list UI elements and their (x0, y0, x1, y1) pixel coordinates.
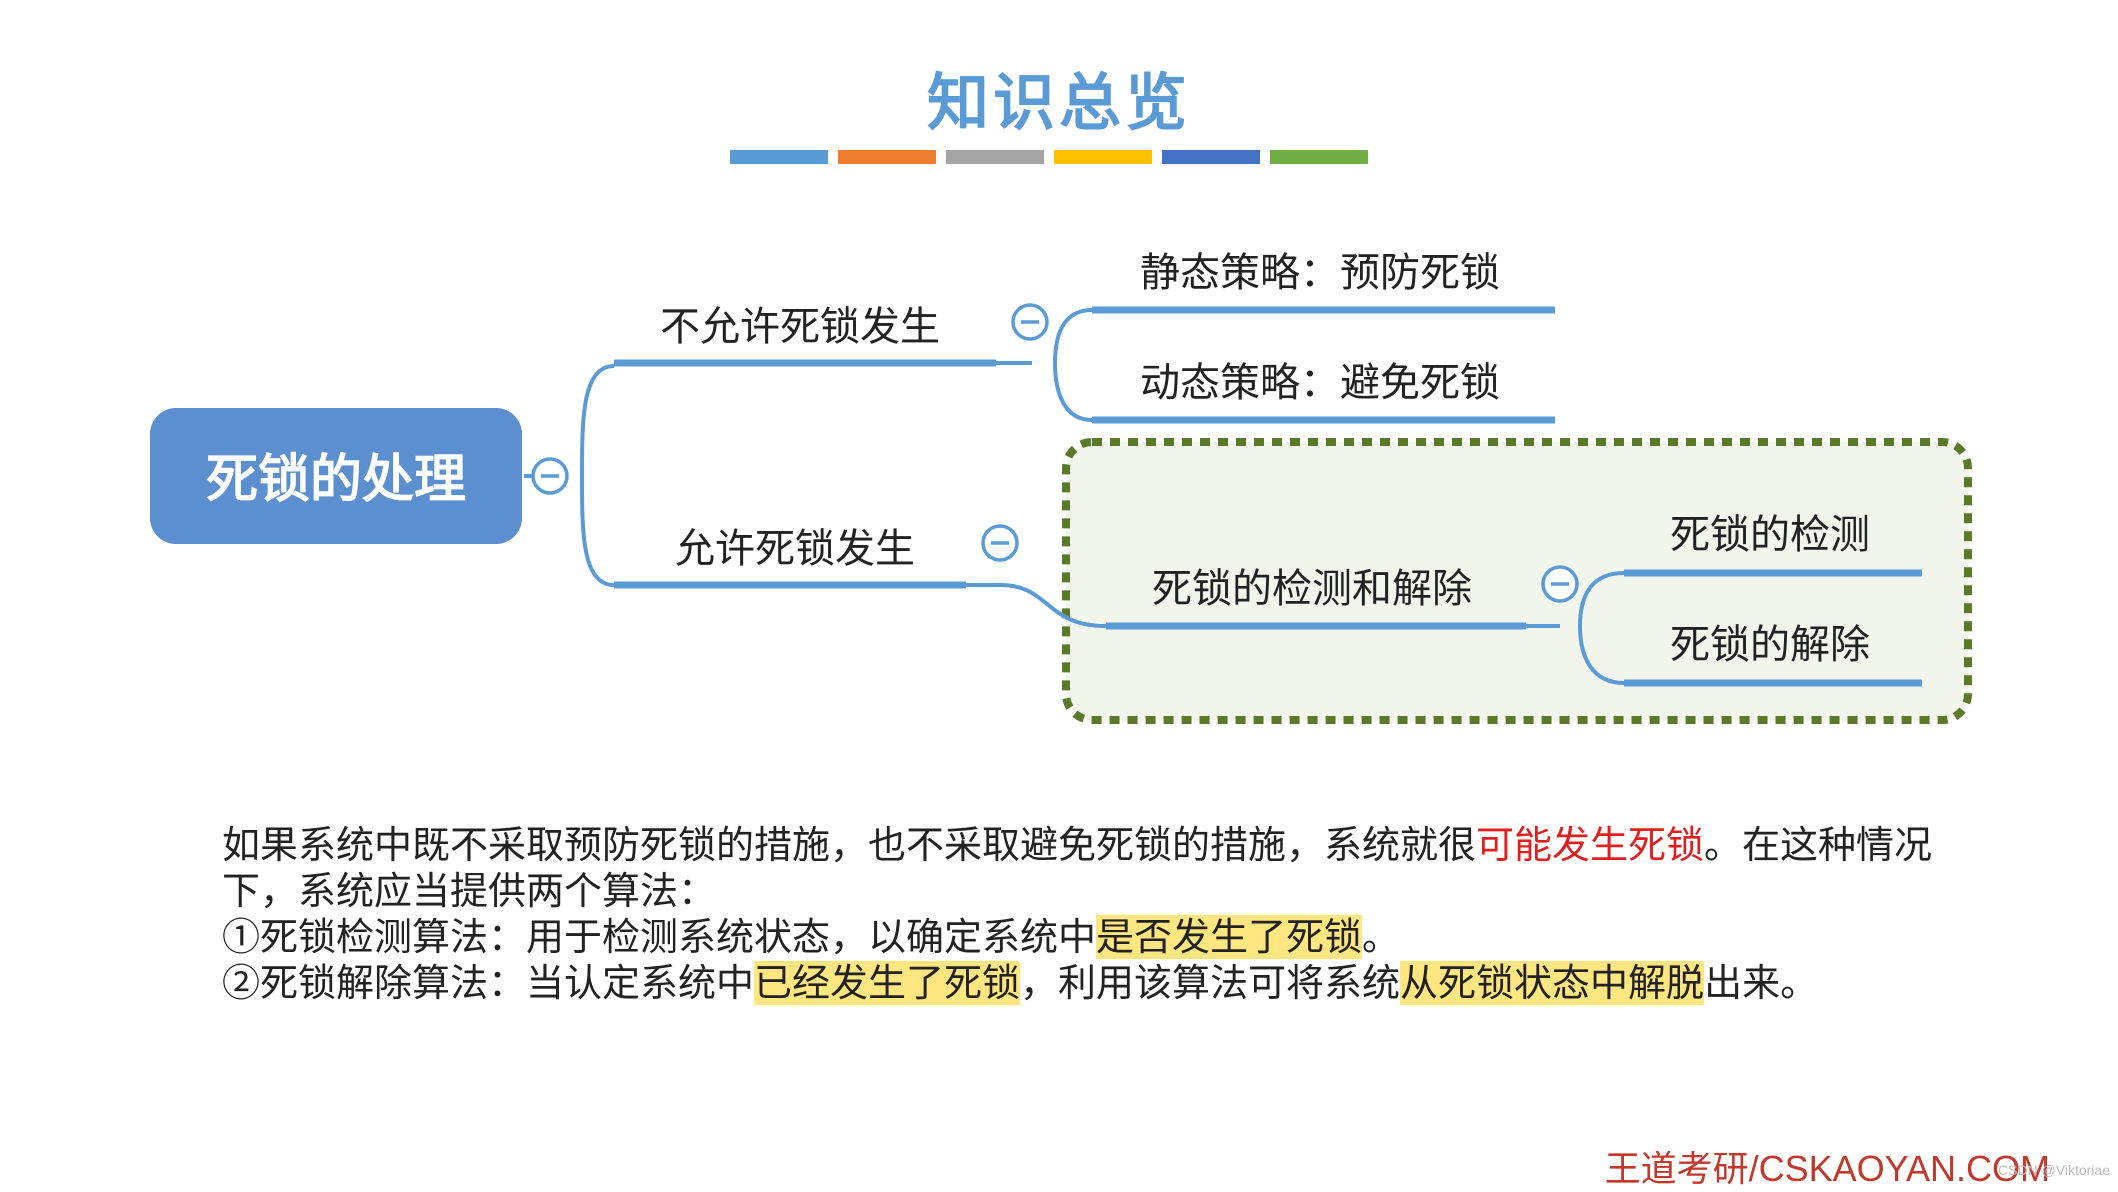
desc-highlight: 是否发生了死锁 (1096, 915, 1363, 959)
branch1-label: 不允许死锁发生 (660, 304, 940, 350)
footer-brand: 王道考研/CSKAOYAN.COM (1604, 1148, 2050, 1189)
connector-branch1-child1 (1053, 308, 1093, 364)
collapse-icon[interactable] (531, 457, 569, 495)
description-text: 如果系统中既不采取预防死锁的措施，也不采取避免死锁的措施，系统就很可能发生死锁。… (222, 822, 1982, 1006)
collapse-icon[interactable] (1011, 303, 1049, 341)
color-bar-segment (1162, 150, 1260, 164)
color-bar-segment (1270, 150, 1368, 164)
desc-text: 。在这种情况下，系统应当提供两个算法： (222, 823, 1933, 913)
color-bar-segment (1054, 150, 1152, 164)
desc-text: ，利用该算法可将系统 (1020, 961, 1401, 1005)
collapse-icon[interactable] (981, 524, 1019, 562)
desc-highlight: 已经发生了死锁 (754, 961, 1021, 1005)
desc-paragraph: ①死锁检测算法：用于检测系统状态，以确定系统中是否发生了死锁。 (222, 914, 1982, 960)
grandchild2-label: 死锁的解除 (1670, 622, 1870, 668)
desc-red-text: 可能发生死锁 (1476, 823, 1705, 867)
desc-highlight: 从死锁状态中解脱 (1400, 961, 1705, 1005)
connector-grandchild1 (1578, 571, 1625, 627)
desc-paragraph: ②死锁解除算法：当认定系统中已经发生了死锁，利用该算法可将系统从死锁状态中解脱出… (222, 960, 1982, 1006)
desc-text: 出来。 (1704, 961, 1819, 1005)
mindmap-diagram: 死锁的处理 不允许死锁发生 静态策略：预防死锁 动态策略：避免死锁 允许死锁发生… (150, 250, 1972, 724)
child1-label: 静态策略：预防死锁 (1140, 250, 1500, 296)
connector-root-branch1 (580, 364, 615, 477)
color-bar-segment (946, 150, 1044, 164)
grandchild1-label: 死锁的检测 (1670, 512, 1870, 558)
connector-root-branch2 (580, 475, 615, 587)
collapse-icon[interactable] (1541, 565, 1579, 603)
dashed-region (1062, 438, 1972, 724)
branch2-label: 允许死锁发生 (675, 526, 915, 572)
connector-grandchild2 (1578, 625, 1625, 685)
color-bar-segment (730, 150, 828, 164)
root-node (150, 408, 522, 544)
child2-label: 动态策略：避免死锁 (1140, 360, 1500, 406)
connector-branch2-child (999, 583, 1107, 628)
desc-text: 。 (1362, 915, 1401, 959)
root-node-label: 死锁的处理 (206, 450, 466, 510)
page-title: 知识总览 (926, 66, 1191, 139)
watermark: CSDN @Viktoriae (1998, 1162, 2110, 1178)
color-bar-segment (838, 150, 936, 164)
connector-branch1-child2 (1053, 362, 1093, 422)
desc-text: 如果系统中既不采取预防死锁的措施，也不采取避免死锁的措施，系统就很 (222, 823, 1477, 867)
desc-text: ②死锁解除算法：当认定系统中 (222, 961, 755, 1005)
desc-paragraph: 如果系统中既不采取预防死锁的措施，也不采取避免死锁的措施，系统就很可能发生死锁。… (222, 822, 1982, 914)
color-bar (730, 150, 1368, 164)
detect-resolve-label: 死锁的检测和解除 (1152, 566, 1472, 612)
desc-text: ①死锁检测算法：用于检测系统状态，以确定系统中 (222, 915, 1097, 959)
